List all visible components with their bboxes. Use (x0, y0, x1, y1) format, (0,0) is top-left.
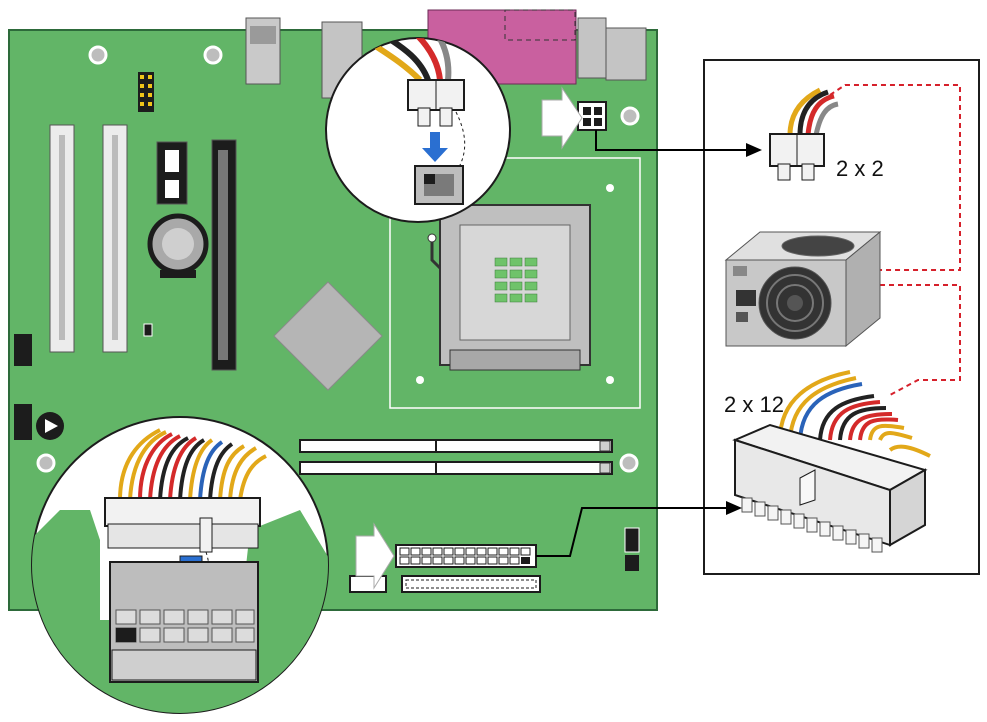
board-2x2-connector (577, 101, 607, 131)
detail-circle-2x12 (31, 416, 329, 714)
blue-arrow-icon (422, 132, 448, 162)
io-port-block-3 (577, 17, 607, 79)
cmos-battery (147, 213, 209, 278)
cpu-socket (389, 157, 641, 409)
rear-io-panel (245, 9, 647, 99)
psu-2x12-plug (732, 370, 931, 553)
socket-lever (430, 240, 442, 270)
pci-slots (49, 124, 237, 371)
io-port-block-4 (605, 27, 647, 81)
memory-slots (299, 439, 613, 475)
dimm-slot-1 (299, 439, 613, 453)
power-supply-unit-icon (724, 230, 882, 348)
chipset (273, 281, 383, 391)
leader-arrowhead (726, 501, 742, 515)
cable-routing-dashed (829, 84, 961, 396)
fan-header (624, 527, 640, 553)
board-2x12-connector (395, 544, 537, 568)
floppy-header (349, 575, 387, 593)
label-2x12: 2 x 12 (724, 392, 784, 417)
psu-2x2-plug (769, 87, 839, 181)
detail-circle-2x2 (325, 37, 511, 223)
dimm-slot-2 (299, 461, 613, 475)
leader-lines (536, 130, 762, 557)
insertion-arrow-icon (541, 86, 583, 150)
mounting-holes (36, 45, 640, 473)
small-headers (14, 72, 640, 571)
label-2x2: 2 x 2 (836, 156, 884, 181)
leader-arrowhead (746, 143, 762, 157)
latch (199, 517, 213, 553)
ide-header (349, 575, 541, 593)
insertion-arrow-icon (355, 522, 395, 590)
